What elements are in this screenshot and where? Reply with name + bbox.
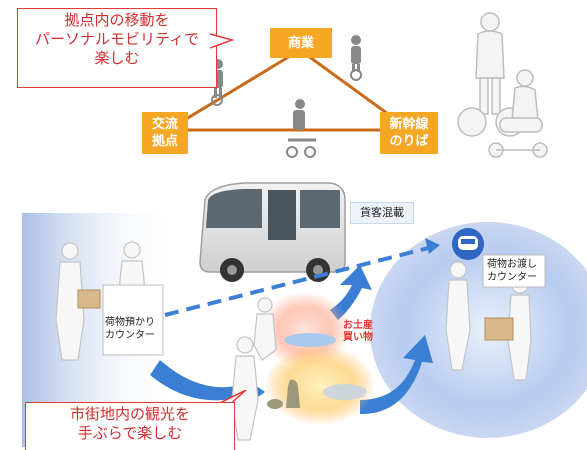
deposit-counter-panel bbox=[102, 284, 164, 356]
pickup-counter-line-1: 荷物お渡し bbox=[487, 259, 537, 270]
callout-handsfree-sightseeing: 市街地内の観光を 手ぶらで楽しむ bbox=[25, 402, 235, 450]
pickup-counter-label: 荷物お渡し カウンター bbox=[487, 258, 545, 284]
callout-bottom-line-1: 市街地内の観光を bbox=[69, 405, 190, 423]
luggage-box-left bbox=[77, 289, 101, 309]
node-shinkansen-line-2: のりば bbox=[389, 134, 429, 149]
souvenir-line-2: 買い物 bbox=[343, 332, 373, 343]
node-hub-line-1: 交流 bbox=[151, 117, 178, 132]
callout-bottom-line-2: 手ぶらで楽しむ bbox=[77, 424, 183, 442]
flow-arrow-up bbox=[330, 265, 372, 320]
pickup-counter-panel bbox=[482, 254, 546, 288]
deposit-counter-label: 荷物預かり カウンター bbox=[105, 316, 163, 342]
souvenir-line-1: お土産 bbox=[343, 320, 373, 331]
deposit-counter-line-2: カウンター bbox=[105, 330, 155, 341]
souvenir-shopping-label: お土産 買い物 bbox=[336, 320, 380, 344]
node-commerce-label: 商業 bbox=[287, 35, 314, 51]
node-shinkansen-line-1: 新幹線 bbox=[389, 117, 429, 132]
shinkansen-icon bbox=[452, 228, 484, 260]
node-exchange-hub: 交流 拠点 bbox=[142, 112, 188, 154]
bus-label-mixed-cargo: 貨客混載 bbox=[350, 202, 414, 224]
delivery-route-dashed bbox=[164, 243, 441, 317]
pickup-counter-line-2: カウンター bbox=[487, 272, 537, 283]
node-shinkansen-platform: 新幹線 のりば bbox=[380, 112, 438, 154]
deposit-counter-line-1: 荷物預かり bbox=[105, 317, 155, 328]
segway-rider-right bbox=[350, 35, 362, 81]
pottery bbox=[267, 379, 300, 409]
callout-personal-mobility: 拠点内の移動を パーソナルモビリティで 楽しむ bbox=[17, 8, 217, 88]
food-plate bbox=[323, 384, 367, 400]
autonomous-bus bbox=[199, 182, 346, 282]
route-arrowhead bbox=[425, 238, 440, 254]
personal-mobility-illustration bbox=[457, 12, 548, 158]
luggage-box-right bbox=[484, 317, 514, 341]
callout-line-1: 拠点内の移動を bbox=[64, 11, 170, 29]
callout-pointer bbox=[210, 33, 234, 49]
food-glow bbox=[265, 345, 375, 425]
callout-line-3: 楽しむ bbox=[94, 49, 140, 67]
hub-triangle bbox=[162, 48, 415, 132]
flow-arrow-right bbox=[360, 335, 433, 415]
souvenir-plate bbox=[284, 333, 336, 347]
wheelchair-rider bbox=[286, 99, 316, 158]
callout-line-2: パーソナルモビリティで bbox=[34, 30, 200, 48]
node-commerce: 商業 bbox=[270, 28, 332, 58]
node-hub-line-2: 拠点 bbox=[151, 134, 178, 149]
